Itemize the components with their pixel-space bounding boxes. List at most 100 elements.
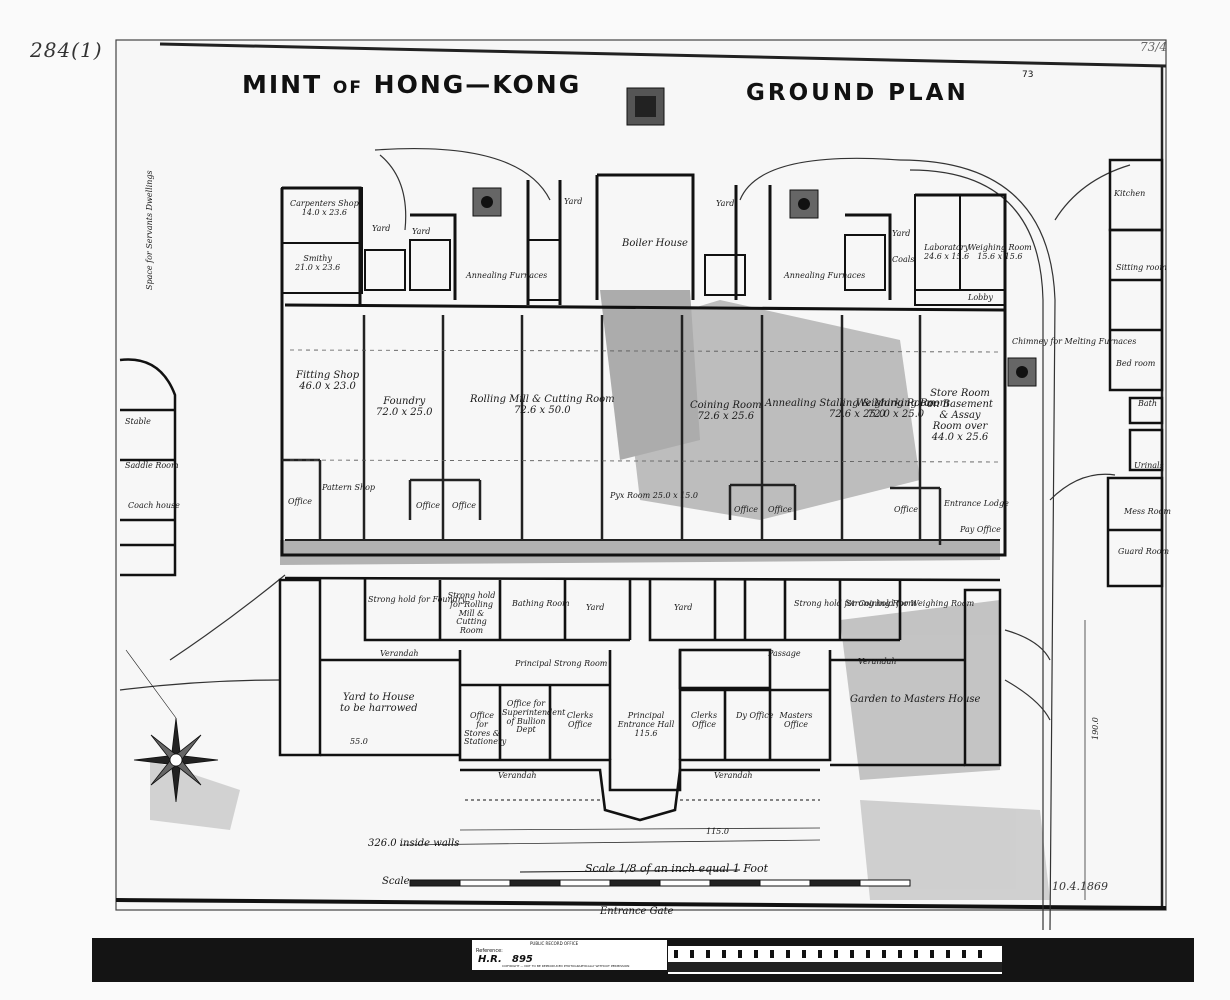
- label-annealing-furnaces-left: Annealing Furnaces: [466, 271, 548, 280]
- title-mint-of-hong-kong: MINT OF HONG—KONG: [242, 70, 581, 99]
- label-clerks-office-right: Clerks Office: [690, 711, 718, 729]
- factory-axes: [289, 349, 1001, 463]
- label-office-stores: Office for Stores & Stationery: [464, 711, 507, 747]
- scale-caption: Scale 1/8 of an inch equal 1 Foot: [585, 862, 769, 875]
- label-sitting-room: Sitting room: [1116, 263, 1167, 272]
- label-pay-office: Pay Office: [960, 525, 1001, 534]
- label-store-room: Store Room on Basement & Assay Room over…: [927, 388, 993, 443]
- top-rooms: [281, 187, 1006, 306]
- catalogue-note: 284(1): [30, 38, 103, 62]
- reference-number: 895: [512, 954, 533, 965]
- office-block: [458, 648, 832, 822]
- title-suffix: HONG—KONG: [373, 70, 582, 99]
- title-of: OF: [332, 78, 363, 98]
- label-lobby-top: Lobby: [968, 293, 993, 302]
- label-verandah-front-right: Verandah: [714, 771, 753, 780]
- label-coach-house: Coach house: [128, 501, 180, 510]
- label-deputy-office: Dy Office: [736, 711, 774, 720]
- label-bathing-room: Bathing Room: [512, 599, 570, 608]
- label-principal-strong-room: Principal Strong Room: [515, 659, 608, 668]
- label-office-5: Office: [768, 505, 792, 514]
- compass-rose: [125, 649, 219, 803]
- label-yard-6: Yard: [586, 603, 605, 612]
- label-masters-office: Masters Office: [779, 711, 813, 729]
- label-verandah-front-left: Verandah: [498, 771, 537, 780]
- reference-card: PUBLIC RECORD OFFICE Reference: H.R. 895…: [472, 940, 667, 970]
- label-bed-room: Bed room: [1116, 359, 1156, 368]
- label-yard-4: Yard: [716, 199, 735, 208]
- label-yard-2: Yard: [412, 227, 431, 236]
- reference-series: H.R.: [478, 954, 502, 965]
- label-office-4: Office: [734, 505, 758, 514]
- label-kitchen: Kitchen: [1114, 189, 1146, 198]
- bottom-wall-line: [115, 898, 1167, 910]
- label-stable: Stable: [125, 417, 151, 426]
- label-garden-masters-house: Garden to Masters House: [850, 694, 981, 705]
- label-clerks-office-left: Clerks Office: [566, 711, 594, 729]
- label-strong-hold-foundry: Strong hold for Foundry: [368, 595, 467, 604]
- scale-bar-label: Scale: [382, 876, 410, 887]
- access-roads: [119, 147, 1131, 931]
- label-yard-5: Yard: [892, 229, 911, 238]
- reference-label: Reference:: [476, 948, 503, 954]
- label-office-2: Office: [416, 501, 440, 510]
- label-entrance-lodge: Entrance Lodge: [944, 499, 1009, 508]
- label-front-dimension: 115.0: [706, 827, 729, 836]
- label-verandah-top: Verandah: [380, 649, 419, 658]
- label-chimney-note: Chimney for Melting Furnaces: [1012, 337, 1137, 346]
- signature-date: 10.4.1869: [1052, 880, 1108, 893]
- label-urinals: Urinals: [1134, 461, 1164, 470]
- stable-block: [119, 358, 177, 577]
- label-strong-hold-rolling: Strong hold for Rolling Mill & Cutting R…: [447, 591, 496, 636]
- label-office-1: Office: [288, 497, 312, 506]
- label-yard-3: Yard: [564, 197, 583, 206]
- label-saddle-room: Saddle Room: [125, 461, 179, 470]
- right-quarters-block: [1106, 158, 1164, 588]
- label-mess-room: Mess Room: [1124, 507, 1171, 516]
- label-strong-hold-coining: Strong hold for Coining Room: [794, 599, 916, 608]
- label-strong-hold-weighing: Strong hold for Weighing Room: [846, 599, 975, 608]
- label-yard-7: Yard: [674, 603, 693, 612]
- label-annealing-furnaces-right: Annealing Furnaces: [784, 271, 866, 280]
- dimension-lines: [399, 620, 1086, 900]
- stain-shading: [150, 290, 1050, 900]
- reference-header: PUBLIC RECORD OFFICE: [530, 941, 579, 946]
- label-side-dimension: 190.0: [1091, 717, 1100, 740]
- label-office-6: Office: [894, 505, 918, 514]
- top-edge-line: [159, 42, 1167, 68]
- label-servants-dwellings: Space for Servants Dwellings: [145, 170, 154, 290]
- label-pyx-room: Pyx Room 25.0 x 15.0: [610, 491, 698, 500]
- label-pattern-shop: Pattern Shop: [322, 483, 376, 492]
- measurement-ruler: [668, 946, 1002, 974]
- label-yard-1: Yard: [372, 224, 391, 233]
- label-office-superintendent: Office for Superintendent of Bullion Dep…: [502, 699, 566, 735]
- label-bath: Bath: [1138, 399, 1158, 408]
- reference-copyright: COPYRIGHT — NOT TO BE REPRODUCED PHOTOGR…: [502, 964, 630, 968]
- factory-partitions: [282, 315, 1000, 545]
- label-verandah-right: Verandah: [858, 657, 897, 666]
- label-passage: Passage: [768, 649, 801, 658]
- chimney-squares: [472, 87, 1037, 387]
- label-coals: Coals: [892, 255, 915, 264]
- inside-walls-dimension: 326.0 inside walls: [368, 838, 460, 849]
- strong-hold-row: [284, 576, 1001, 642]
- label-yard-depth: 55.0: [350, 737, 368, 746]
- entrance-gate-label: Entrance Gate: [600, 906, 674, 917]
- label-guard-room: Guard Room: [1118, 547, 1170, 556]
- title-prefix: MINT: [242, 70, 323, 99]
- yard-garden-walls: [278, 578, 1002, 767]
- title-ground-plan: GROUND PLAN: [746, 80, 969, 106]
